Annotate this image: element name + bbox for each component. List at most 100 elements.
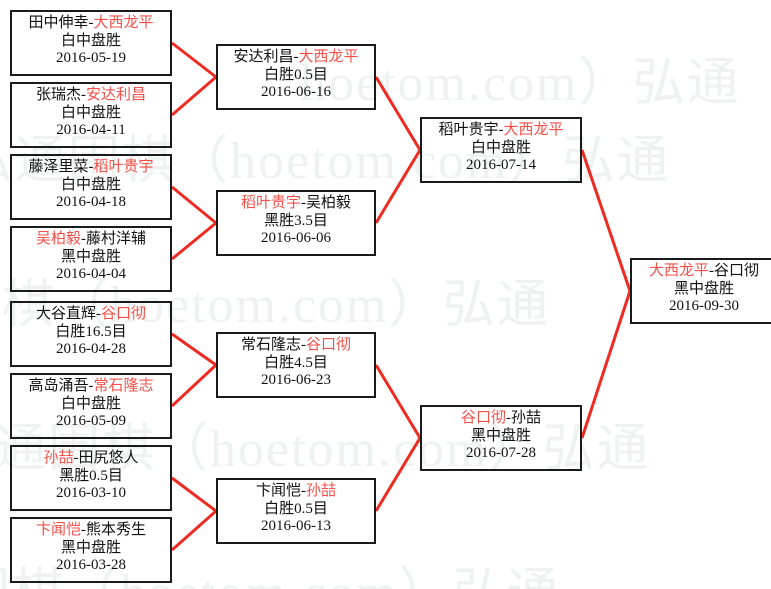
player-right: 谷口彻 (306, 337, 352, 353)
player-left: 稻叶贵宇 (240, 195, 301, 211)
player-right: 稻叶贵宇 (93, 159, 154, 175)
match-players: 卞闻恺-孙喆 (220, 483, 372, 501)
match-date: 2016-04-11 (56, 122, 126, 139)
match-result: 白中盘胜 (60, 104, 121, 121)
player-right: 谷口彻 (714, 263, 760, 279)
match-result: 白中盘胜 (60, 176, 121, 193)
bracket-connector (171, 332, 217, 367)
match-result: 黑中盘胜 (673, 280, 734, 297)
player-left: 吴柏毅 (35, 231, 81, 247)
player-separator: - (293, 49, 299, 65)
player-right: 大西龙平 (298, 49, 359, 65)
player-right: 吴柏毅 (306, 195, 352, 211)
player-separator: - (88, 15, 94, 31)
match-date: 2016-05-19 (56, 50, 126, 67)
player-left: 张瑞杰 (35, 87, 81, 103)
match-result: 黑中盘胜 (60, 539, 121, 556)
match-players: 常石隆志-谷口彻 (220, 337, 372, 355)
player-left: 大西龙平 (648, 263, 709, 279)
player-left: 藤泽里菜 (28, 159, 89, 175)
match-date: 2016-05-09 (56, 413, 126, 430)
match-players: 卞闻恺-熊本秀生 (14, 522, 168, 540)
match-result: 黑胜3.5目 (264, 212, 328, 229)
match-result: 白胜4.5目 (264, 354, 328, 371)
player-left: 安达利昌 (233, 49, 294, 65)
match-result: 白中盘胜 (60, 32, 121, 49)
player-separator: - (88, 159, 94, 175)
player-left: 高岛涌吾 (28, 378, 89, 394)
match-result: 白胜16.5目 (55, 323, 127, 340)
player-right: 孙喆 (511, 410, 542, 426)
bracket-connector (374, 437, 422, 512)
match-date: 2016-04-18 (56, 194, 126, 211)
match-date: 2016-07-14 (466, 157, 536, 174)
bracket-connector (171, 476, 217, 513)
player-left: 大谷直辉 (35, 306, 96, 322)
player-left: 孙喆 (43, 450, 74, 466)
match-date: 2016-04-04 (56, 266, 126, 283)
match-date: 2016-06-16 (261, 84, 331, 101)
match-date: 2016-06-06 (261, 230, 331, 247)
player-separator: - (73, 450, 79, 466)
bracket-connector (171, 509, 217, 552)
bracket-connector (580, 149, 632, 292)
match-players: 藤泽里菜-稻叶贵宇 (14, 159, 168, 177)
bracket-connector (580, 290, 632, 439)
player-separator: - (498, 122, 504, 138)
bracket-connector (171, 75, 217, 117)
bracket-connector (171, 185, 217, 225)
player-right: 田尻悠人 (78, 450, 139, 466)
match-players: 安达利昌-大西龙平 (220, 49, 372, 67)
match-date: 2016-07-28 (466, 445, 536, 462)
player-right: 安达利昌 (86, 87, 147, 103)
match-players: 稻叶贵宇-吴柏毅 (220, 195, 372, 213)
match-result: 黑胜0.5目 (59, 467, 123, 484)
bracket-connector (374, 364, 422, 439)
match-players: 稻叶贵宇-大西龙平 (424, 122, 578, 140)
match-date: 2016-04-28 (56, 341, 126, 358)
match-players: 吴柏毅-藤村洋辅 (14, 231, 168, 249)
match-date: 2016-03-28 (56, 557, 126, 574)
match-players: 大谷直辉-谷口彻 (14, 306, 168, 324)
player-left: 卞闻恺 (255, 483, 301, 499)
player-right: 孙喆 (306, 483, 337, 499)
match-date: 2016-09-30 (669, 298, 739, 315)
match-players: 大西龙平-谷口彻 (634, 263, 771, 281)
match-players: 张瑞杰-安达利昌 (14, 87, 168, 105)
player-right: 谷口彻 (101, 306, 147, 322)
bracket-connector (374, 76, 422, 151)
bracket-connector (374, 149, 422, 224)
player-separator: - (96, 306, 101, 322)
player-separator: - (88, 378, 94, 394)
player-separator: - (81, 87, 86, 103)
player-separator: - (301, 483, 306, 499)
match-players: 高岛涌吾-常石隆志 (14, 378, 168, 396)
match-date: 2016-06-23 (261, 372, 331, 389)
player-left: 稻叶贵宇 (438, 122, 499, 138)
bracket-connector (171, 221, 217, 261)
match-result: 白胜0.5目 (264, 66, 328, 83)
match-players: 田中伸幸-大西龙平 (14, 15, 168, 33)
player-separator: - (301, 337, 306, 353)
player-separator: - (709, 263, 714, 279)
player-left: 常石隆志 (240, 337, 301, 353)
player-separator: - (81, 522, 86, 538)
match-date: 2016-06-13 (261, 518, 331, 535)
player-separator: - (301, 195, 306, 211)
